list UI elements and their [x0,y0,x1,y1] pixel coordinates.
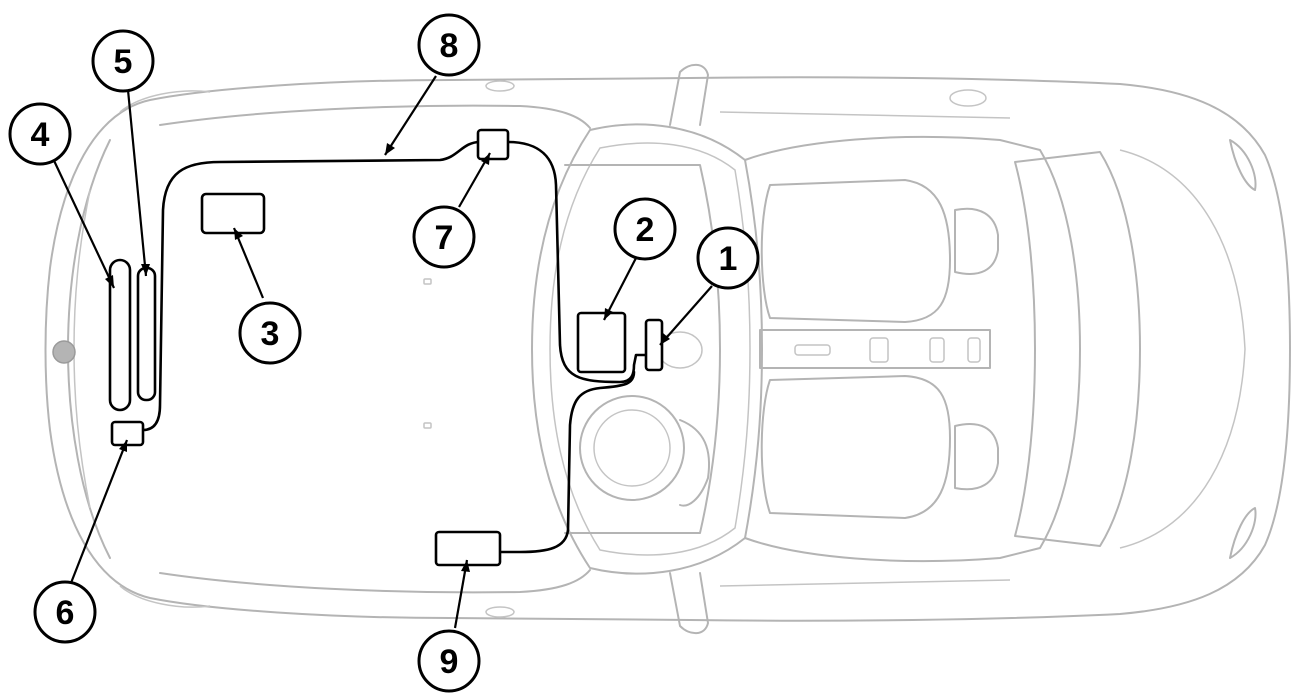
arrowhead-6 [119,440,127,452]
callout-9-label: 9 [440,643,459,681]
component-2 [576,311,627,374]
leader-5 [126,89,148,277]
callout-7: 7 [412,205,476,269]
arrowhead-1 [660,333,670,345]
wheel-arch-front-left [119,90,211,113]
seat-left [760,179,951,323]
arrowhead-9 [461,560,470,572]
callouts: 1 2 3 4 5 6 7 8 [8,13,760,693]
hood-marker [423,278,432,285]
hood-marker [423,422,432,429]
car-outer-body [44,76,1291,622]
arrowhead-8 [385,143,395,155]
leader-3 [232,227,265,299]
wheel-arch-front-right [119,585,211,608]
leader-2 [603,257,637,321]
console-switch [869,337,889,363]
callout-1-label: 1 [719,240,738,278]
arrowhead-4 [105,275,114,288]
callout-4-label: 4 [31,116,50,154]
fuel-cap [949,89,987,107]
headrest-right [954,423,999,491]
headrest-left [954,207,999,275]
leader-8 [384,75,437,156]
rear-light-left [1229,139,1257,191]
steering-wheel-icon [579,395,685,501]
callout-5: 5 [91,29,155,93]
callout-8: 8 [417,13,481,77]
harness-lower-branch [498,370,636,554]
callout-4: 4 [8,102,72,166]
callout-3-label: 3 [261,315,280,353]
component-3 [200,192,266,235]
arrowhead-5 [141,264,150,276]
door-line-top [719,111,1011,119]
leader-6 [69,439,129,584]
cabin-outline [744,135,1081,563]
harness-main-loop [141,140,652,432]
callout-2-label: 2 [636,211,655,249]
windshield-inner [549,142,751,556]
car-body-outline [44,63,1291,635]
console-switch [967,337,981,363]
callout-8-label: 8 [440,27,459,65]
rear-deck [1014,151,1141,547]
component-6 [110,420,145,447]
callout-1: 1 [696,226,760,290]
callout-9: 9 [417,629,481,693]
center-console [759,329,991,369]
callout-6: 6 [33,580,97,644]
component-4 [108,258,132,412]
callout-5-label: 5 [114,43,133,81]
mirror-left [669,63,709,126]
component-9 [434,530,502,567]
leader-lines [48,75,713,629]
car-hood-line [159,104,591,594]
components [108,128,664,567]
callout-2: 2 [613,197,677,261]
front-badge-icon [52,340,76,364]
rear-light-right [1229,507,1257,559]
leader-4 [48,149,115,289]
callout-6-label: 6 [56,594,75,632]
side-marker [485,606,515,618]
component-5 [136,266,157,402]
dashboard [564,164,721,534]
trunk-line [1119,149,1246,549]
steering-wheel-inner [593,409,671,487]
mirror-right [669,572,709,635]
callout-3: 3 [238,301,302,365]
side-marker [485,80,515,92]
car-front-grille [73,189,91,509]
arrowhead-2 [604,308,613,320]
component-1 [644,318,664,372]
component-7 [476,128,510,161]
steering-column [679,419,710,507]
arrowhead-7 [481,153,490,165]
gear-lever [794,344,831,356]
seat-right [760,375,951,519]
door-line-bottom [719,579,1011,587]
leader-1 [659,285,713,346]
arrowhead-3 [234,228,243,240]
callout-7-label: 7 [435,219,454,257]
console-switch [929,337,945,363]
